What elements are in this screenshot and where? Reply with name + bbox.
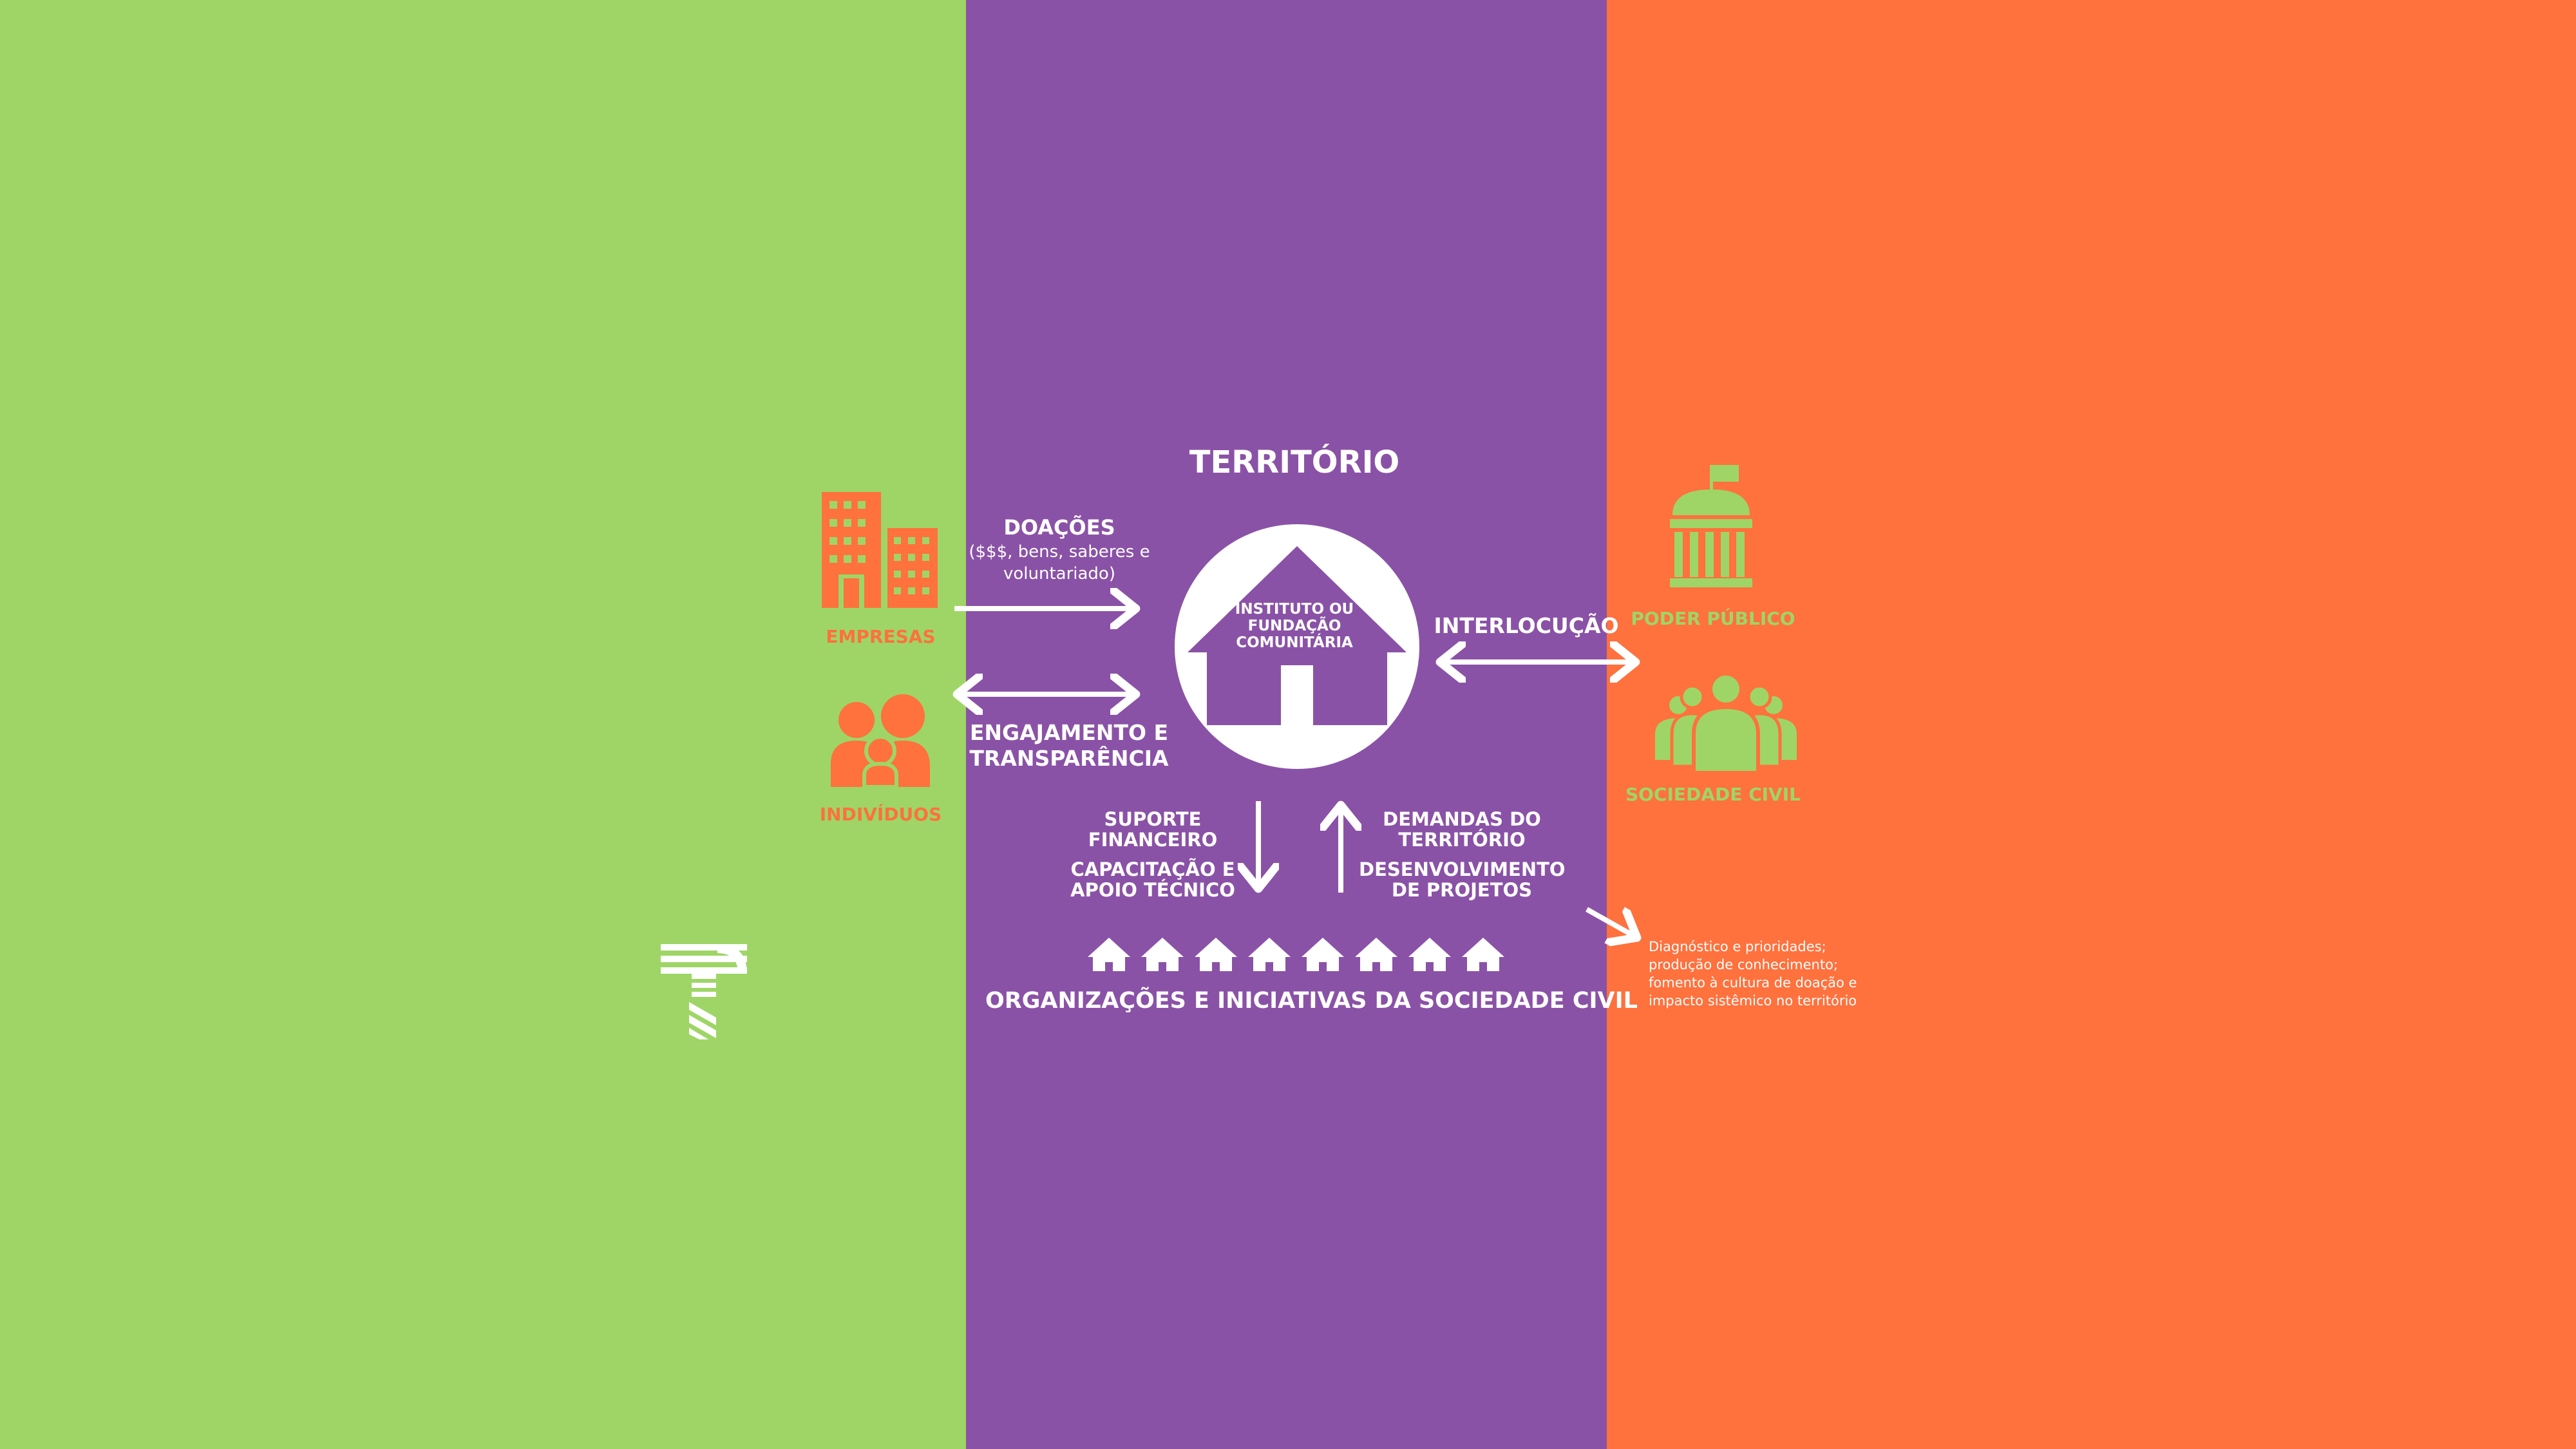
donations-detail: ($$$, bens, saberes e voluntariado) (969, 542, 1150, 583)
organizations-houses (1088, 938, 1504, 971)
individuals-label: INDIVÍDUOS (819, 804, 942, 825)
financial-support-label: SUPORTE FINANCEIRO (1088, 808, 1218, 851)
public-power-label: PODER PÚBLICO (1631, 608, 1795, 629)
family-icon (831, 694, 930, 789)
small-house-icon (1408, 938, 1451, 971)
project-development-label: DESENVOLVIMENTO DE PROJETOS (1359, 858, 1566, 901)
brand-logo (661, 944, 747, 1039)
note-arrow (1586, 909, 1637, 938)
small-house-icon (1088, 938, 1130, 971)
diagnosis-note: Diagnóstico e prioridades; produção de c… (1649, 939, 1857, 1009)
institute-label: INSTITUTO OU FUNDAÇÃO COMUNITÁRIA (1235, 601, 1354, 651)
companies-label: EMPRESAS (826, 626, 936, 647)
people-group-icon (1655, 672, 1797, 775)
small-house-icon (1302, 938, 1344, 971)
small-house-icon (1462, 938, 1504, 971)
organizations-label: ORGANIZAÇÕES E INICIATIVAS DA SOCIEDADE … (985, 988, 1638, 1014)
training-label: CAPACITAÇÃO E APOIO TÉCNICO (1070, 858, 1235, 901)
page-title: TERRITÓRIO (1189, 444, 1400, 480)
left-panel-green (0, 0, 966, 1449)
small-house-icon (1141, 938, 1184, 971)
small-house-icon (1248, 938, 1291, 971)
government-building-icon (1670, 465, 1752, 587)
small-house-icon (1355, 938, 1397, 971)
donations-label: DOAÇÕES (1003, 515, 1115, 540)
interlocution-label: INTERLOCUÇÃO (1434, 613, 1619, 638)
house-icon (1188, 546, 1406, 725)
small-house-icon (1195, 938, 1237, 971)
buildings-icon (822, 492, 938, 608)
territory-demands-label: DEMANDAS DO TERRITÓRIO (1383, 808, 1541, 851)
civil-society-label: SOCIEDADE CIVIL (1625, 784, 1801, 805)
engagement-label: ENGAJAMENTO E TRANSPARÊNCIA (969, 720, 1169, 771)
